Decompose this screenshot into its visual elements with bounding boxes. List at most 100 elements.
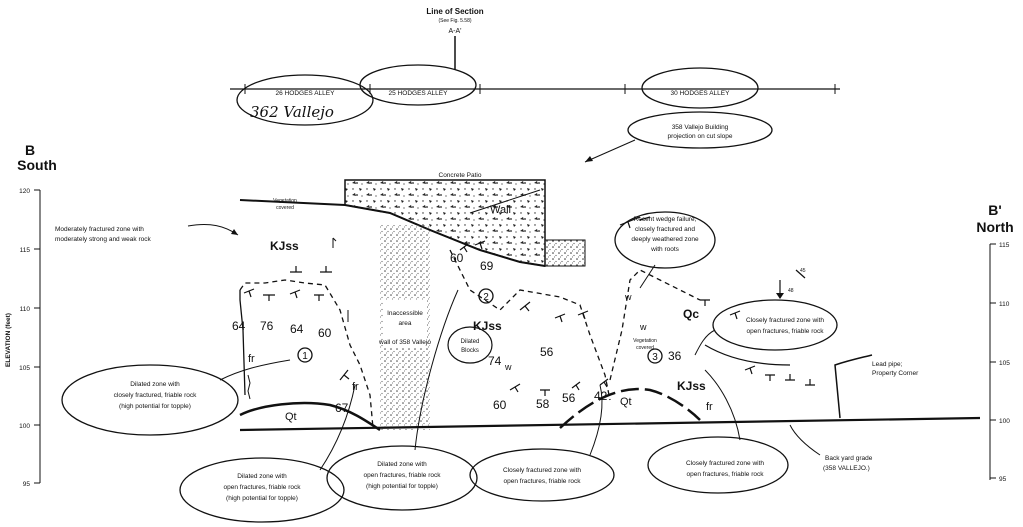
tick-label: 120 [19, 188, 30, 195]
svg-text:Closely fractured zone with: Closely fractured zone with [686, 460, 764, 467]
wall-pointer [469, 189, 541, 214]
section-ref: (See Fig. 5.58) [438, 18, 471, 24]
tick-label: 100 [999, 418, 1010, 425]
svg-text:open fractures, friable rock: open fractures, friable rock [224, 484, 302, 491]
callout-closely-right: Closely fractured zone with open fractur… [694, 299, 838, 356]
svg-text:Closely fractured zone with: Closely fractured zone with [746, 317, 824, 324]
address-circle [641, 67, 759, 109]
tick-label: 100 [19, 423, 30, 430]
svg-text:Dilated zone with: Dilated zone with [237, 473, 287, 480]
svg-text:Recent wedge failure,: Recent wedge failure, [634, 216, 697, 223]
tick-label: 115 [20, 247, 31, 254]
vegetation-label: Vegetation [273, 198, 297, 204]
zone-number: 3 [652, 352, 658, 363]
backyard-grade-line [239, 416, 981, 432]
svg-text:Property Corner: Property Corner [872, 370, 919, 377]
svg-text:closely fractured and: closely fractured and [635, 226, 695, 233]
callout-dilated-b1: Dilated zone with open fractures, friabl… [179, 384, 356, 523]
dip-value: 42 [594, 389, 608, 403]
arrowhead [776, 293, 784, 299]
end-direction-right: North [976, 219, 1013, 235]
weathering-symbol: w [624, 292, 632, 302]
dilated-blocks-circle [447, 326, 493, 364]
tick-label: 105 [19, 365, 30, 372]
end-direction-left: South [17, 157, 57, 173]
svg-text:Back yard grade: Back yard grade [825, 455, 873, 462]
zone-1-boundary [239, 279, 374, 429]
dip-value: 64 [232, 319, 246, 333]
arrowhead [585, 156, 593, 162]
svg-text:open fractures, friable rock: open fractures, friable rock [687, 471, 765, 478]
zone-1-boundary-left [239, 290, 246, 396]
zone-2-boundary [449, 249, 611, 401]
tick-label: 115 [999, 242, 1010, 249]
dip-value: 69 [480, 259, 494, 273]
inaccessible-label-bg [383, 300, 427, 348]
svg-text:Dilated zone with: Dilated zone with [130, 381, 180, 388]
left-tick-group: 120 115 110 105 100 95 [19, 188, 40, 488]
zone-number: 2 [483, 292, 489, 303]
projection-arrow [584, 139, 636, 163]
svg-text:open fractures, friable rock: open fractures, friable rock [504, 478, 582, 485]
weathering-symbol: w [639, 322, 647, 332]
contact-line [704, 344, 791, 366]
inaccessible-label: area [398, 320, 411, 327]
dip-value: 64 [290, 322, 304, 336]
qt-contact-left [239, 401, 381, 432]
fracture-symbol: fr [706, 401, 713, 413]
svg-text:closely fractured, friable roc: closely fractured, friable rock [114, 392, 197, 399]
projection-circle [627, 111, 773, 149]
svg-text:with roots: with roots [650, 246, 680, 253]
svg-text:Closely fractured zone with: Closely fractured zone with [503, 467, 581, 474]
zone-number: 1 [302, 351, 308, 362]
axis-label: ELEVATION (feet) [5, 313, 12, 367]
svg-text:(high potential for topple): (high potential for topple) [119, 403, 191, 410]
zone-marker [478, 288, 494, 304]
address-25: 25 HODGES ALLEY [389, 90, 449, 97]
inaccessible-label: wall of 358 Vallejo [378, 339, 431, 346]
section-label: A-A' [448, 28, 461, 35]
dip-value: 56 [540, 345, 554, 359]
tick-label: 95 [23, 481, 31, 488]
unit-kjss: KJss [473, 319, 502, 333]
vegetation-label: covered [276, 205, 294, 211]
svg-text:moderately strong and weak roc: moderately strong and weak rock [55, 236, 151, 243]
svg-text:open fractures, friable rock: open fractures, friable rock [747, 328, 825, 335]
dip-value: 74 [488, 354, 502, 368]
crack-symbol [247, 374, 251, 400]
handwritten-address: 362 Vallejo [250, 103, 334, 121]
end-letter-left: B [25, 142, 35, 158]
tick-label: 110 [20, 306, 31, 313]
fracture-symbol: fr [352, 381, 359, 393]
small-marker [332, 237, 337, 248]
dilated-blocks-label: Dilated [461, 339, 480, 345]
unit-kjss: KJss [270, 239, 299, 253]
section-title: Line of Section [426, 7, 483, 16]
callout-recent-wedge: Recent wedge failure, closely fractured … [614, 211, 716, 289]
callout-moderate: Moderately fractured zone with moderatel… [55, 223, 239, 243]
dip-value: 60 [318, 326, 332, 340]
address-circle [359, 64, 477, 106]
dip-value: 48 [788, 288, 794, 294]
dip-arrow [795, 269, 806, 279]
svg-text:(high potential for topple): (high potential for topple) [366, 483, 438, 490]
tick-label: 110 [999, 301, 1010, 308]
end-letter-right: B' [988, 202, 1001, 218]
svg-text:Moderately fractured zone with: Moderately fractured zone with [55, 226, 144, 233]
svg-text:(358 VALLEJO.): (358 VALLEJO.) [823, 465, 870, 472]
inaccessible-label: Inaccessible [387, 310, 423, 317]
strike-dip-symbols [243, 216, 815, 396]
callout-dilated-b2: Dilated zone with open fractures, friabl… [326, 289, 478, 511]
address-circle [236, 74, 374, 126]
zone-marker [647, 348, 663, 364]
wall-label: Wall [490, 204, 511, 216]
unit-kjss: KJss [677, 379, 706, 393]
dip-value: 45 [800, 268, 806, 274]
dilated-blocks-label: Blocks [461, 348, 479, 354]
unit-qt: Qt [285, 411, 297, 423]
dip-value: 36 [668, 349, 682, 363]
dip-value: 56 [562, 391, 576, 405]
vegetation-label: covered [636, 345, 654, 351]
callout-backyard: Back yard grade (358 VALLEJO.) [789, 424, 873, 472]
